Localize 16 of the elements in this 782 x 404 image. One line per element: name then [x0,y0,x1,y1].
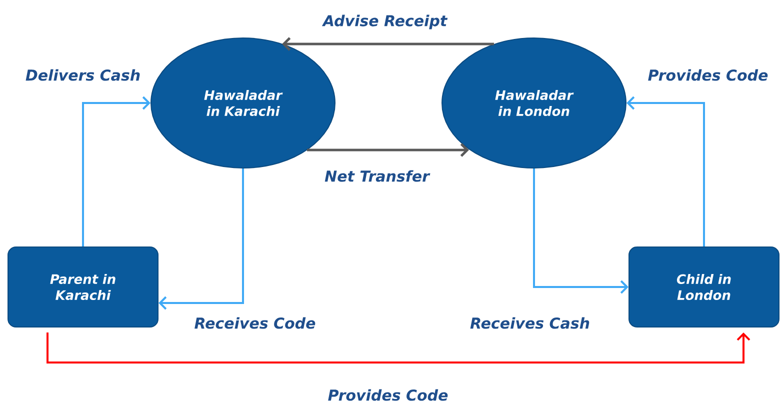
process-box: Child in London [628,246,780,328]
arrow [82,96,150,246]
edge-label: Receives Cash [469,316,591,330]
arrow [46,332,750,364]
arrow [282,37,494,51]
arrow [626,96,705,246]
edge-label: Provides Code [646,68,770,82]
arrow [158,168,244,310]
arrow [533,168,628,294]
edge-label: Net Transfer [324,169,430,183]
process-box: Parent in Karachi [8,246,158,328]
edge-label: Receives Code [193,316,317,330]
edge-label: Provides Code [326,388,450,402]
edge-label: Delivers Cash [24,68,142,82]
edge-label: Advise Receipt [322,14,448,30]
arrow [307,143,469,157]
